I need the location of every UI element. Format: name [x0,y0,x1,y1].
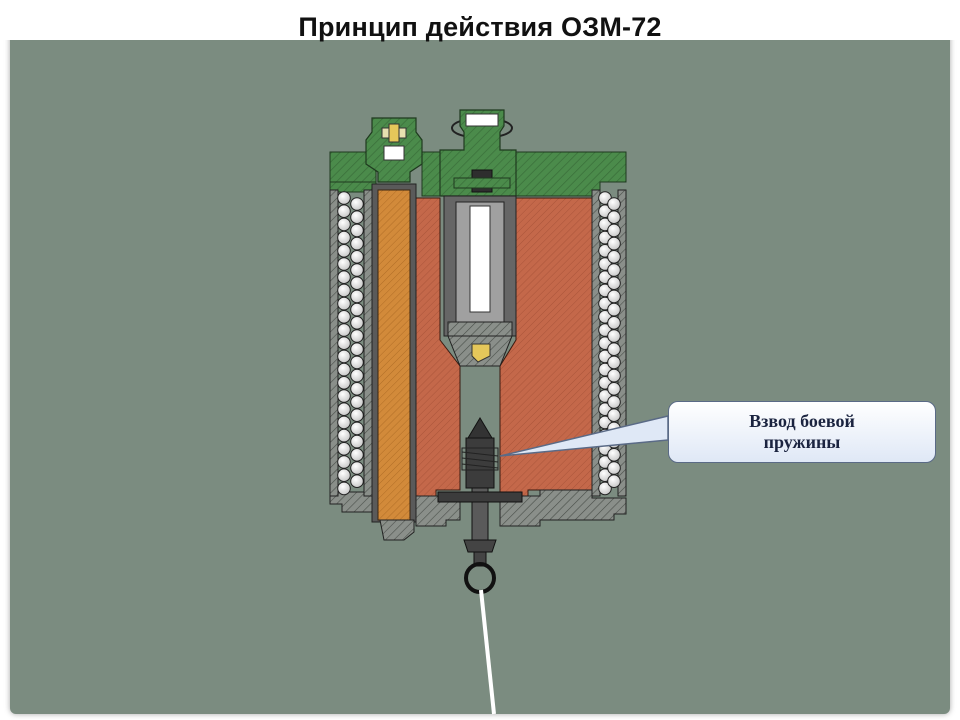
fragment-ball [350,395,364,409]
fragment-ball [607,276,621,291]
trip-wire [479,589,496,715]
fragment-ball [350,355,364,370]
fragment-ball [337,349,351,364]
fragment-ball [350,223,364,238]
fragment-ball [350,210,364,224]
fragment-ball [607,197,621,211]
firing-pin [461,417,499,594]
fragment-ball [337,310,351,324]
fragment-ball [337,230,351,245]
fragment-ball [607,448,621,462]
fragment-ball [350,263,364,277]
fragment-ball [607,249,621,264]
fragment-ball [350,197,364,211]
fragment-ball [337,283,351,298]
fragment-ball [607,289,621,304]
fragment-ball [607,342,621,357]
fragment-ball [350,461,364,475]
left-casing-wall [329,189,339,497]
fragment-ball [337,296,351,311]
fragment-ball [350,434,364,449]
fragment-ball [350,249,364,264]
fragment-ball [607,395,621,409]
fragment-ball [607,236,621,251]
fragment-ball [350,448,364,462]
fragment-ball [350,276,364,291]
fragment-ball [607,329,621,343]
fragment-ball [350,289,364,304]
fragment-ball [337,481,351,496]
fragment-ball [607,474,621,489]
callout-line-2: пружины [763,432,841,452]
fragment-ball [337,455,351,469]
fragment-ball [337,270,351,285]
fragment-ball [607,461,621,475]
callout-box: Взвод боевой пружины [668,401,936,463]
fragment-ball [607,302,621,317]
fragment-ball [350,421,364,436]
fragment-ball [337,389,351,403]
fragments-left [337,191,364,496]
fragment-ball [607,210,621,224]
slide-title: Принцип действия ОЗМ-72 [298,12,662,42]
bottom-housing [329,489,627,527]
fragment-ball [607,368,621,383]
fragment-ball [350,382,364,396]
fragment-ball [350,408,364,423]
fragment-ball [607,382,621,396]
fragment-ball [350,342,364,357]
right-casing-wall [617,189,627,497]
central-striker-cap [439,109,517,197]
detonator-tube [371,183,417,541]
fragment-ball [337,442,351,456]
fragment-ball [337,376,351,390]
callout-line-1: Взвод боевой [749,411,855,431]
fragment-ball [350,474,364,489]
striker-chamber [443,195,517,367]
fragment-ball [337,415,351,430]
fragment-ball [337,323,351,337]
fragment-ball [598,481,612,496]
fragment-ball [350,368,364,383]
fragment-ball [337,244,351,258]
fragment-ball [337,204,351,218]
fragment-ball [337,468,351,483]
fragment-ball [337,191,351,205]
fragment-ball [337,428,351,443]
title-band [0,0,960,40]
fragment-ball [607,263,621,277]
fragment-ball [337,217,351,232]
fragment-ball [337,257,351,271]
fragment-ball [607,408,621,423]
fragment-ball [607,355,621,370]
fragment-ball [607,223,621,238]
left-inner-wall [363,189,373,497]
fragment-ball [350,236,364,251]
fragment-ball [350,302,364,317]
fragments-right [598,191,621,496]
fragment-ball [337,362,351,377]
fragment-ball [337,336,351,351]
fragment-ball [350,316,364,330]
fragment-ball [350,329,364,343]
fragment-ball [607,316,621,330]
left-fuse-plug [365,117,423,183]
fragment-ball [337,402,351,417]
